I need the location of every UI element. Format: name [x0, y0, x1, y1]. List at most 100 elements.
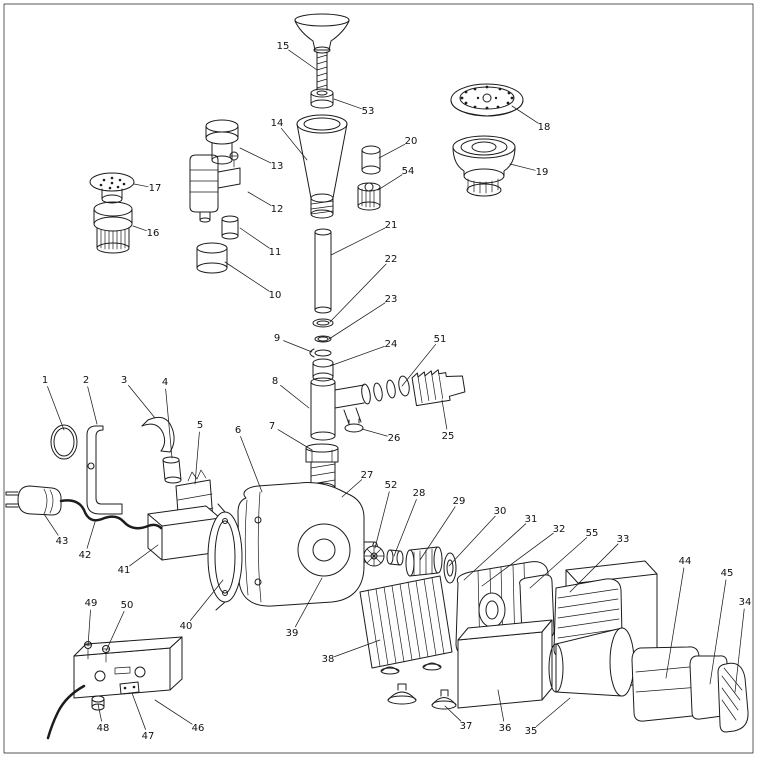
part-label-50: 50 [121, 600, 134, 611]
leader-line-35 [535, 697, 571, 727]
part-label-6: 6 [235, 425, 241, 436]
leader-line-43 [43, 513, 59, 536]
part-label-17: 17 [149, 183, 162, 194]
part-35-cone [548, 627, 635, 697]
part-label-35: 35 [525, 726, 538, 737]
part-label-38: 38 [322, 654, 335, 665]
part-label-4: 4 [162, 377, 168, 388]
leader-line-47 [131, 692, 146, 730]
part-label-21: 21 [385, 220, 398, 231]
part-label-40: 40 [180, 621, 193, 632]
part-20-sleeve [361, 145, 381, 175]
leader-line-51 [401, 344, 436, 387]
part-12-valve-body [189, 151, 241, 223]
part-label-26: 26 [388, 433, 401, 444]
part-label-44: 44 [679, 556, 692, 567]
leader-line-54 [377, 174, 403, 191]
part-label-54: 54 [402, 166, 415, 177]
part-label-9: 9 [274, 333, 280, 344]
image-border [3, 3, 754, 754]
part-18-spray-disc [450, 83, 524, 117]
leader-line-4 [165, 388, 173, 459]
part-40-cover [207, 503, 243, 611]
part-43-power-plug [5, 485, 62, 516]
part-label-55: 55 [586, 528, 599, 539]
part-24-coupler [312, 358, 334, 382]
part-label-29: 29 [453, 496, 466, 507]
part-8-tee-body [310, 377, 371, 441]
part-label-12: 12 [271, 204, 284, 215]
part-label-43: 43 [56, 536, 69, 547]
part-17-sprinkler-plate [89, 172, 135, 204]
part-21-riser-tube [314, 228, 332, 314]
leader-line-10 [224, 261, 270, 292]
leader-line-6 [240, 436, 263, 493]
part-47-cable-clamp [119, 681, 140, 695]
leader-line-42 [86, 521, 96, 549]
leader-line-21 [330, 227, 386, 256]
part-26-valve-knob [344, 418, 364, 433]
leader-line-7 [277, 429, 313, 451]
leader-line-55 [529, 537, 588, 589]
part-13-tube [205, 119, 239, 165]
leader-line-27 [341, 479, 363, 498]
part-label-25: 25 [442, 431, 455, 442]
leader-line-29 [419, 506, 456, 561]
part-22-ring [312, 318, 334, 328]
leader-line-5 [194, 431, 200, 485]
part-label-45: 45 [721, 568, 734, 579]
leader-line-32 [481, 532, 554, 587]
part-label-32: 32 [553, 524, 566, 535]
part-label-27: 27 [361, 470, 374, 481]
part-label-11: 11 [269, 247, 282, 258]
part-label-22: 22 [385, 254, 398, 265]
leader-line-37 [444, 705, 462, 722]
part-16-nozzle [93, 201, 133, 254]
leader-line-48 [97, 703, 102, 722]
leader-line-24 [329, 345, 385, 367]
part-54-cap [357, 182, 381, 211]
leader-line-12 [247, 191, 272, 206]
part-3-hose [141, 416, 175, 453]
part-label-2: 2 [83, 375, 89, 386]
part-28-bushing [386, 549, 404, 566]
part-38-motor-block [359, 575, 453, 675]
part-label-1: 1 [42, 375, 48, 386]
leader-line-19 [509, 163, 536, 171]
leader-line-11 [239, 227, 270, 249]
part-label-42: 42 [79, 550, 92, 561]
leader-line-26 [361, 428, 388, 437]
part-label-8: 8 [272, 376, 278, 387]
part-label-36: 36 [499, 723, 512, 734]
part-label-53: 53 [362, 106, 375, 117]
bracket-cable [46, 684, 86, 740]
leader-line-9 [283, 340, 313, 353]
part-23-ring [314, 335, 332, 343]
part-6-pump-housing [237, 482, 379, 607]
leader-line-45 [709, 579, 727, 685]
part-15-bell-nozzle [294, 13, 350, 91]
leader-line-53 [333, 98, 362, 110]
leader-line-28 [393, 499, 417, 557]
leader-line-38 [334, 639, 381, 657]
part-label-13: 13 [271, 161, 284, 172]
part-42-cable [59, 499, 163, 530]
leader-line-15 [288, 49, 318, 71]
leader-line-2 [87, 386, 98, 425]
leader-line-17 [133, 183, 149, 188]
leader-line-33 [569, 543, 619, 593]
part-34-end-grille [717, 662, 749, 733]
part-label-48: 48 [97, 723, 110, 734]
part-50-screw [102, 645, 110, 663]
part-36-filter-box [457, 619, 553, 709]
part-52-impeller [363, 545, 385, 567]
part-label-24: 24 [385, 339, 398, 350]
leader-line-20 [378, 143, 406, 159]
part-label-51: 51 [434, 334, 447, 345]
part-label-5: 5 [197, 420, 203, 431]
part-2-bracket [86, 425, 123, 515]
part-label-14: 14 [271, 118, 284, 129]
part-11-sleeve [221, 215, 239, 240]
